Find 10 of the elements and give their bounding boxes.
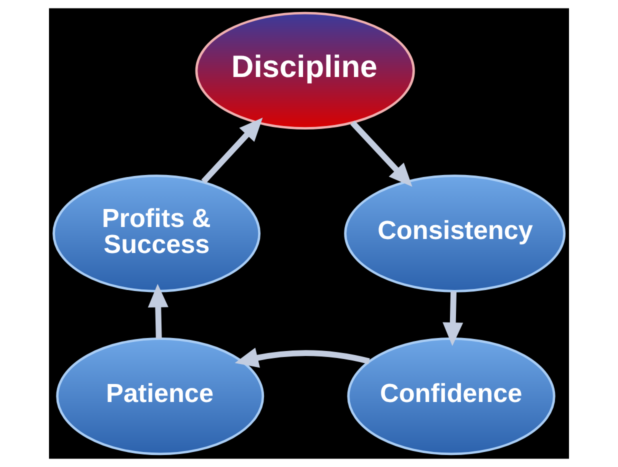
node-ellipse: Profits & Success	[52, 174, 261, 292]
node-ellipse: Consistency	[344, 174, 566, 292]
arrow	[350, 120, 412, 187]
arrow	[442, 291, 464, 346]
arrow	[148, 284, 168, 339]
node-ellipse: Confidence	[347, 337, 556, 456]
node-ellipse: Discipline	[195, 12, 415, 130]
arrow	[201, 118, 263, 184]
node-ellipse: Patience	[56, 337, 264, 456]
arrow	[234, 348, 370, 368]
